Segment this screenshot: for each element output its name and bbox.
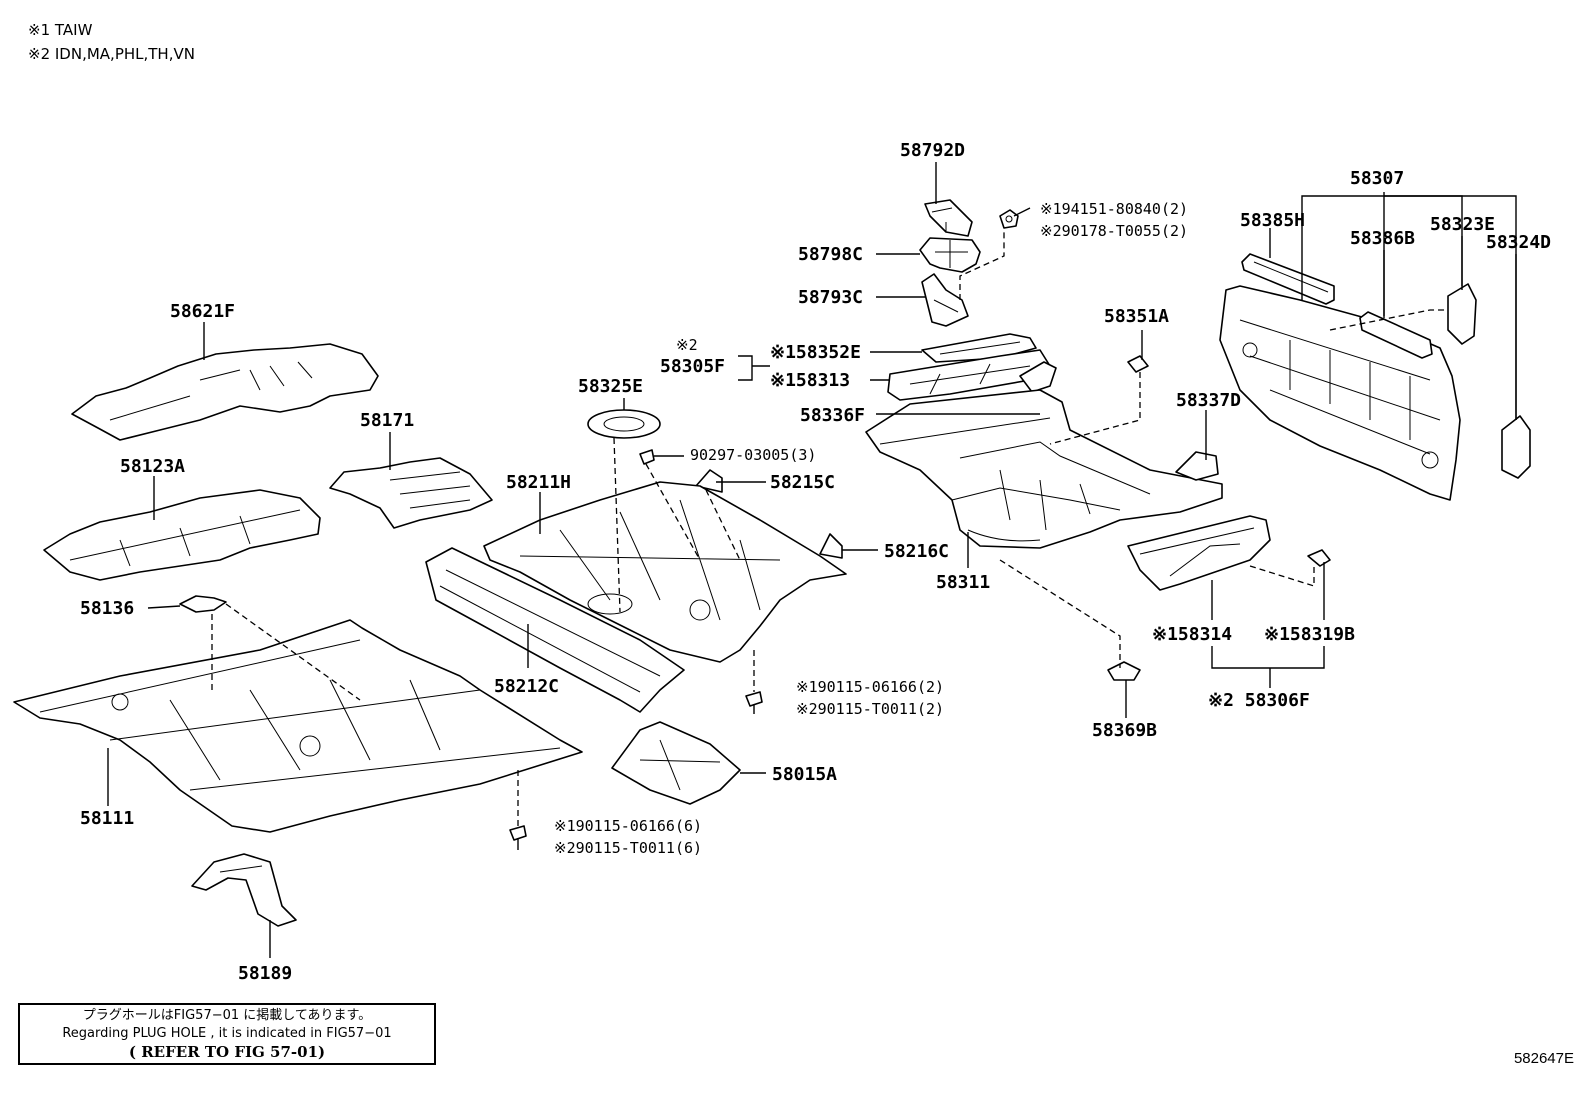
label-58307: 58307 bbox=[1350, 168, 1404, 189]
label-fastener-90178: ※290178-T0055(2) bbox=[1040, 222, 1188, 240]
part-58386B-shape bbox=[1359, 311, 1433, 359]
dashed-guides bbox=[211, 230, 1448, 826]
part-58337D-shape bbox=[1175, 451, 1219, 481]
part-58307-shape bbox=[1219, 285, 1461, 501]
label-58306F: ※2 58306F bbox=[1208, 690, 1310, 711]
part-58216C-shape bbox=[819, 533, 843, 559]
label-screw-90297: 90297-03005(3) bbox=[690, 446, 816, 464]
label-58171: 58171 bbox=[360, 410, 414, 431]
part-58015A-shape bbox=[611, 721, 741, 805]
label-region-2: ※2 bbox=[676, 336, 698, 354]
part-58314-shape bbox=[1127, 515, 1271, 591]
applicability-notes: ※1 TAIW ※2 IDN,MA,PHL,TH,VN bbox=[28, 18, 195, 66]
part-58123A-shape bbox=[43, 489, 321, 581]
label-58324D: 58324D bbox=[1486, 232, 1551, 253]
part-58325E-shape bbox=[587, 409, 661, 439]
ref-note-refer: ( REFER TO FIG 57-01) bbox=[128, 1043, 326, 1061]
note-1: ※1 TAIW bbox=[28, 21, 93, 39]
label-58015A: 58015A bbox=[772, 764, 837, 785]
part-58311-shape bbox=[865, 389, 1223, 549]
label-58385H: 58385H bbox=[1240, 210, 1305, 231]
label-58792D: 58792D bbox=[900, 140, 965, 161]
part-58351A-shape bbox=[1127, 355, 1149, 373]
part-58189-shape bbox=[191, 853, 297, 927]
part-58319B-shape bbox=[1307, 549, 1331, 567]
part-58171-shape bbox=[329, 457, 493, 529]
ref-note-japanese: プラグホールはFIG57−01 に掲載してあります。 bbox=[82, 1008, 372, 1023]
label-bolt-90115-T0011-2: ※290115-T0011(2) bbox=[796, 700, 944, 718]
label-58369B: 58369B bbox=[1092, 720, 1157, 741]
leader-lines bbox=[107, 162, 1517, 958]
part-58136-shape bbox=[179, 595, 227, 613]
label-58323E: 58323E bbox=[1430, 214, 1495, 235]
label-fastener-94151: ※194151-80840(2) bbox=[1040, 200, 1188, 218]
part-58621F-shape bbox=[71, 343, 379, 441]
label-58136: 58136 bbox=[80, 598, 134, 619]
label-58793C: 58793C bbox=[798, 287, 863, 308]
label-58111: 58111 bbox=[80, 808, 134, 829]
label-bolt-90115-06166-6: ※190115-06166(6) bbox=[554, 817, 702, 835]
label-58212C: 58212C bbox=[494, 676, 559, 697]
label-bolt-90115-T0011-6: ※290115-T0011(6) bbox=[554, 839, 702, 857]
label-58314: ※158314 bbox=[1152, 624, 1232, 645]
label-58305F: 58305F bbox=[660, 356, 725, 377]
label-58311: 58311 bbox=[936, 572, 990, 593]
part-58385H-shape bbox=[1241, 253, 1335, 305]
label-58313: ※158313 bbox=[770, 370, 850, 391]
figure-code: 582647E bbox=[1513, 1050, 1574, 1067]
label-58798C: 58798C bbox=[798, 244, 863, 265]
label-58352E: ※158352E bbox=[770, 342, 861, 363]
label-58351A: 58351A bbox=[1104, 306, 1169, 327]
label-58336F: 58336F bbox=[800, 405, 865, 426]
label-58319B: ※158319B bbox=[1264, 624, 1355, 645]
note-2: ※2 IDN,MA,PHL,TH,VN bbox=[28, 45, 195, 63]
part-58212C-shape bbox=[425, 547, 685, 713]
part-58369B-shape bbox=[1107, 661, 1141, 681]
label-58621F: 58621F bbox=[170, 301, 235, 322]
label-58189: 58189 bbox=[238, 963, 292, 984]
part-58792D-shape bbox=[924, 199, 973, 237]
part-58798C-shape bbox=[919, 237, 981, 273]
label-bolt-90115-06166-2: ※190115-06166(2) bbox=[796, 678, 944, 696]
part-58324D-shape bbox=[1501, 415, 1531, 479]
label-58325E: 58325E bbox=[578, 376, 643, 397]
label-58337D: 58337D bbox=[1176, 390, 1241, 411]
part-58793C-shape bbox=[921, 273, 969, 327]
plug-hole-reference-note: プラグホールはFIG57−01 に掲載してあります。 Regarding PLU… bbox=[18, 1003, 436, 1065]
clip-94151-shape bbox=[999, 209, 1019, 229]
part-58336F-shape bbox=[1019, 361, 1057, 393]
label-58211H: 58211H bbox=[506, 472, 571, 493]
label-58123A: 58123A bbox=[120, 456, 185, 477]
label-58216C: 58216C bbox=[884, 541, 949, 562]
part-58313-shape bbox=[887, 349, 1051, 401]
screw-90297-shape bbox=[639, 449, 655, 465]
part-58211H-shape bbox=[483, 481, 847, 663]
label-58215C: 58215C bbox=[770, 472, 835, 493]
part-58323E-shape bbox=[1447, 283, 1477, 345]
part-58111-shape bbox=[13, 619, 583, 833]
ref-note-english: Regarding PLUG HOLE , it is indicated in… bbox=[62, 1026, 392, 1041]
label-58386B: 58386B bbox=[1350, 228, 1415, 249]
bolt-90115-lower-shape bbox=[509, 825, 527, 850]
bolt-90115-upper-shape bbox=[745, 691, 763, 714]
